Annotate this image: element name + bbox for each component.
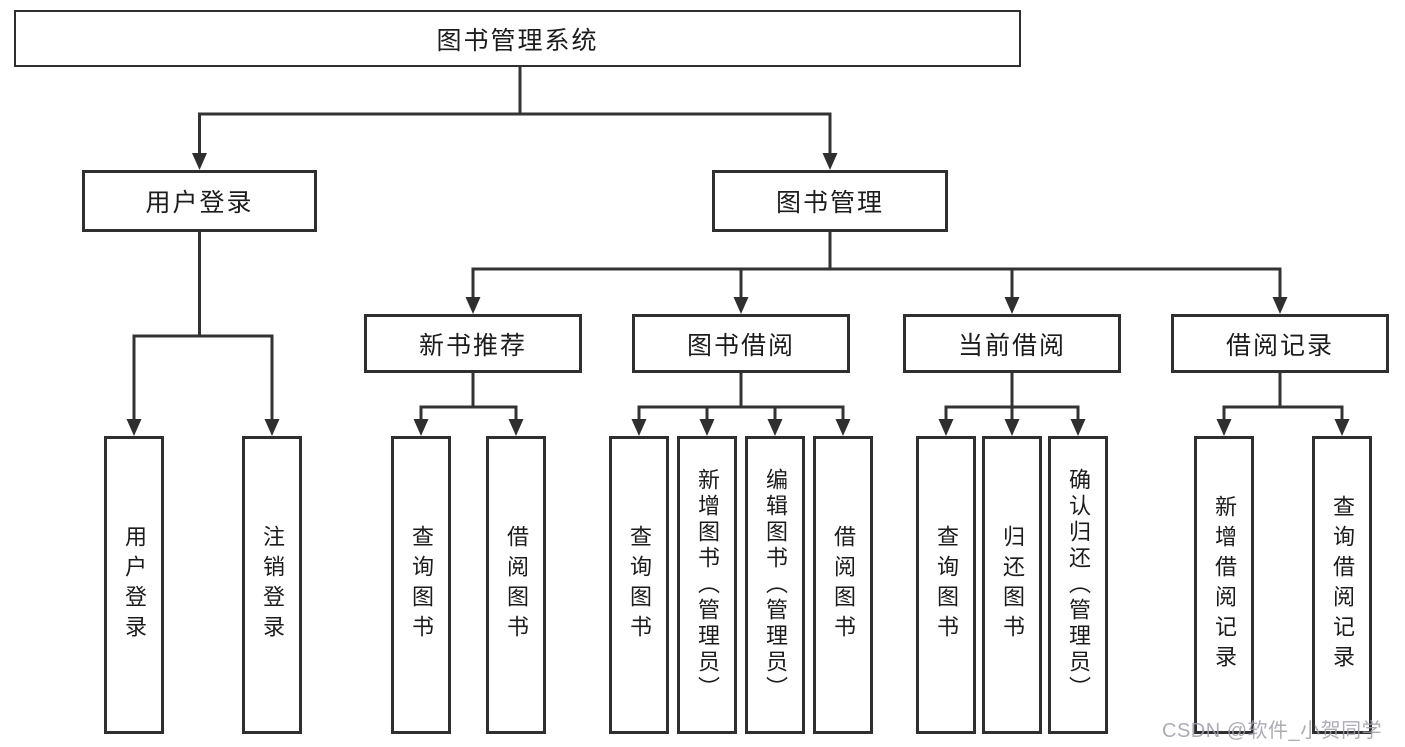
watermark: CSDN @软件_小贺同学 — [1162, 720, 1383, 742]
node-label: 图书管理 — [775, 189, 884, 217]
node-book-management: 图书管理 — [712, 170, 948, 232]
leaf-add-book-admin: 新增图书（管理员） — [677, 436, 737, 734]
node-label: 用户登录 — [122, 525, 147, 645]
node-borrow-records: 借阅记录 — [1171, 314, 1389, 373]
leaf-borrow-books-borrowing: 借阅图书 — [813, 436, 873, 734]
arrowhead-icons — [126, 153, 1350, 436]
leaf-add-borrow-record: 新增借阅记录 — [1194, 436, 1254, 734]
node-label: 注销登录 — [260, 525, 285, 645]
node-label: 用户登录 — [145, 189, 254, 217]
leaf-borrow-books-recommend: 借阅图书 — [486, 436, 546, 734]
leaf-logout: 注销登录 — [242, 436, 302, 734]
node-label: 当前借阅 — [957, 331, 1066, 360]
node-label: 图书借阅 — [686, 331, 795, 360]
node-current-borrowing: 当前借阅 — [903, 314, 1121, 373]
node-book-borrowing: 图书借阅 — [632, 314, 850, 373]
node-label: 查询借阅记录 — [1330, 495, 1355, 675]
leaf-query-books-current: 查询图书 — [916, 436, 976, 734]
node-new-book-recommend: 新书推荐 — [364, 314, 582, 373]
node-label: 新书推荐 — [418, 331, 527, 360]
node-label: 查询图书 — [409, 525, 434, 645]
leaf-user-login: 用户登录 — [104, 436, 164, 734]
leaf-edit-book-admin: 编辑图书（管理员） — [745, 436, 805, 734]
node-label: 借阅图书 — [504, 525, 529, 645]
leaf-confirm-return-admin: 确认归还（管理员） — [1048, 436, 1108, 734]
node-library-system: 图书管理系统 — [14, 10, 1021, 67]
node-label: 新增图书（管理员） — [695, 468, 720, 702]
node-label: 确认归还（管理员） — [1066, 468, 1091, 702]
leaf-query-books-borrowing: 查询图书 — [609, 436, 669, 734]
node-user-login: 用户登录 — [82, 170, 317, 232]
node-label: 查询图书 — [627, 525, 652, 645]
leaf-query-borrow-record: 查询借阅记录 — [1312, 436, 1372, 734]
node-label: 借阅记录 — [1225, 331, 1334, 360]
node-label: 借阅图书 — [831, 525, 856, 645]
node-label: 图书管理系统 — [436, 26, 599, 55]
node-label: 归还图书 — [1000, 525, 1025, 645]
node-label: 查询图书 — [934, 525, 959, 645]
node-label: 编辑图书（管理员） — [763, 468, 788, 702]
leaf-query-books-recommend: 查询图书 — [391, 436, 451, 734]
node-label: 新增借阅记录 — [1212, 495, 1237, 675]
leaf-return-books: 归还图书 — [982, 436, 1042, 734]
